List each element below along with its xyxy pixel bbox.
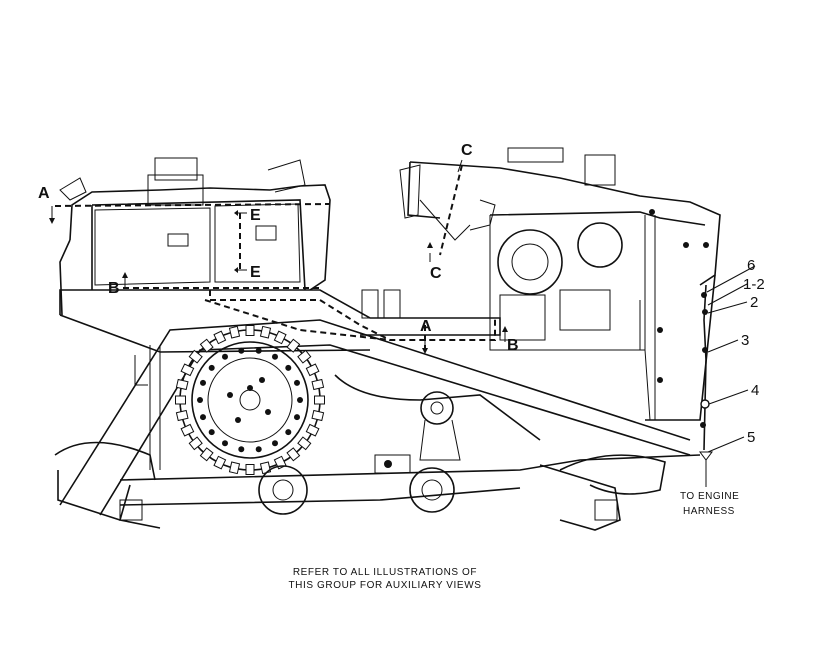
sprocket-tooth [314, 395, 325, 405]
sprocket-tooth [213, 455, 227, 470]
sprocket-bolt [272, 353, 278, 360]
sprocket-tooth [180, 363, 195, 377]
sprocket-tooth [199, 338, 214, 353]
callout-4: 4 [751, 382, 759, 399]
sprocket-bolt [208, 429, 215, 436]
sprocket-tooth [297, 349, 312, 364]
track-rollers [258, 391, 461, 515]
sprocket-tooth [188, 349, 203, 364]
section-arrows [49, 159, 508, 354]
sprocket-bolt [255, 446, 262, 453]
section-label-e-top: E [250, 207, 261, 224]
sprocket-tooth [297, 436, 312, 451]
sprocket-tooth [305, 363, 320, 377]
note-line-2: THIS GROUP FOR AUXILIARY VIEWS [288, 580, 482, 591]
sprocket-teeth [175, 325, 325, 475]
sprocket-bolt [285, 364, 292, 371]
callout-2: 2 [750, 294, 758, 311]
section-label-a-left: A [38, 185, 50, 202]
sprocket-bolt [285, 429, 292, 436]
sprocket-bolt [294, 379, 300, 386]
sprocket-bolt [255, 347, 262, 354]
sprocket-tooth [175, 378, 189, 391]
sprocket-tooth [175, 409, 189, 422]
section-label-e-bottom: E [250, 264, 261, 281]
sprocket-tooth [273, 330, 287, 345]
sprocket-bolt [297, 397, 303, 403]
sprocket-tooth [259, 461, 272, 475]
sprocket-tooth [286, 338, 301, 353]
sprocket-tooth [286, 447, 301, 462]
engine-harness [699, 265, 756, 487]
section-label-c-bottom: C [430, 265, 442, 282]
sprocket-tooth [188, 436, 203, 451]
sprocket-tooth [199, 447, 214, 462]
section-label-b-right: B [507, 337, 519, 354]
section-label-a-right: A [420, 318, 432, 335]
sprocket-bolt [294, 414, 300, 421]
sprocket-tooth [245, 325, 255, 336]
callout-1-2: 1-2 [743, 276, 765, 293]
sprocket-bolt [200, 414, 206, 421]
sprocket-tooth [311, 409, 325, 422]
sprocket-tooth [305, 423, 320, 437]
sprocket-tooth [180, 423, 195, 437]
harness-label: HARNESS [683, 506, 735, 517]
engine-components [497, 147, 709, 383]
sprocket-bolt [238, 446, 245, 453]
sprocket-bolt [222, 440, 228, 447]
callout-3: 3 [741, 332, 749, 349]
auxiliary-views-note: REFER TO ALL ILLUSTRATIONS OF THIS GROUP… [240, 566, 530, 592]
section-label-b-left: B [108, 280, 120, 297]
sprocket-bolt [238, 347, 245, 354]
sprocket-tooth [259, 325, 272, 339]
sprocket-tooth [213, 330, 227, 345]
sprocket-bolt [222, 353, 228, 360]
sprocket-bolt [197, 397, 203, 403]
section-label-c-top: C [461, 142, 473, 159]
callout-6: 6 [747, 257, 755, 274]
sprocket-tooth [311, 378, 325, 391]
sprocket-tooth [228, 325, 241, 339]
tractor-body [54, 161, 721, 531]
to-engine-label: TO ENGINE [680, 491, 739, 502]
sprocket-tooth [228, 461, 241, 475]
sprocket-bolt [200, 379, 206, 386]
note-line-1: REFER TO ALL ILLUSTRATIONS OF [292, 567, 478, 578]
cab-controls [59, 157, 618, 521]
callout-5: 5 [747, 429, 755, 446]
sprocket-bolt [272, 440, 278, 447]
sprocket-tooth [175, 395, 186, 405]
sprocket-tooth [245, 464, 255, 475]
sprocket-bolt [208, 364, 215, 371]
